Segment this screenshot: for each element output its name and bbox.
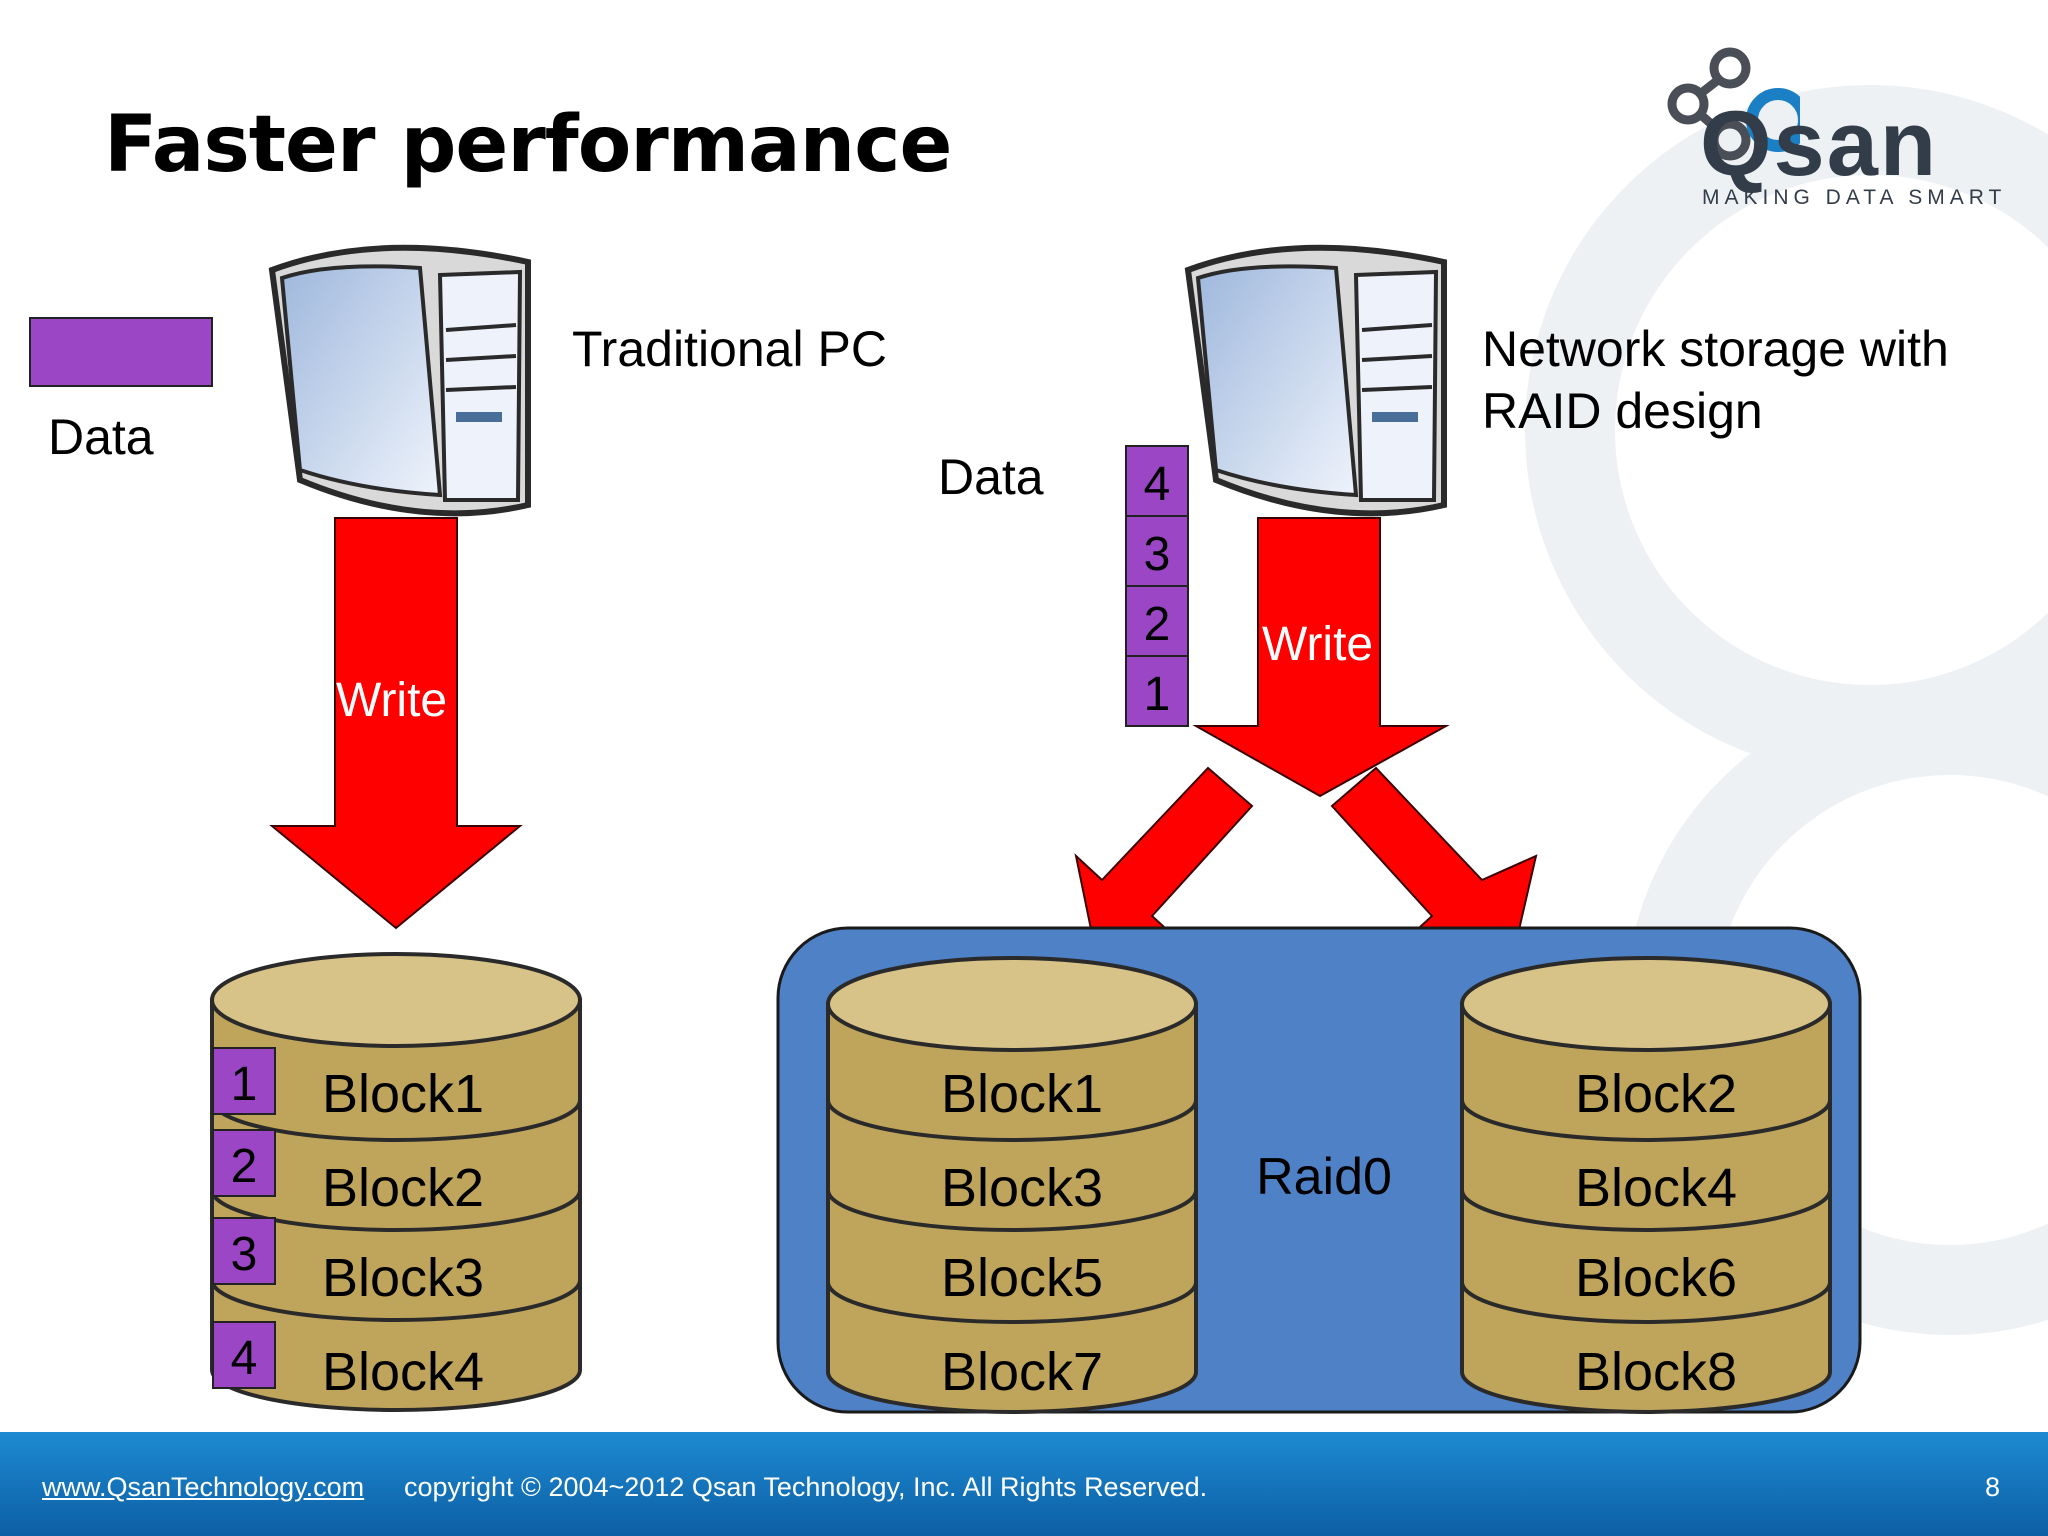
- network-storage-label-line2: RAID design: [1482, 383, 1763, 439]
- server-icon-network-storage: [1184, 244, 1447, 517]
- network-data-stack: 4 3 2 1: [1125, 445, 1189, 727]
- data-chunk-4: [212, 1321, 276, 1389]
- data-chunk-label: 3: [1144, 528, 1171, 581]
- data-legend-label: Data: [48, 409, 154, 465]
- split-arrow-right: [1330, 766, 1538, 940]
- write-arrow-traditional: [269, 517, 523, 930]
- server-icon-traditional: [268, 244, 531, 517]
- data-legend-swatch: [29, 317, 213, 387]
- data-chunk-label: 3: [231, 1228, 258, 1281]
- page-number: 8: [1984, 1472, 2000, 1502]
- block-label: Block3: [941, 1158, 1103, 1218]
- data-chunk-label: 4: [1144, 458, 1171, 511]
- write-arrow-network: [1192, 517, 1450, 798]
- traditional-pc-label: Traditional PC: [572, 321, 887, 377]
- network-storage-label-line1: Network storage with: [1482, 321, 1949, 377]
- qsan-logo-icon: [1667, 47, 1800, 161]
- block-label: Block5: [941, 1248, 1103, 1308]
- block-label: Block8: [1575, 1342, 1737, 1402]
- block-label: Block2: [322, 1158, 484, 1218]
- data-chunk-label: 2: [1144, 598, 1171, 651]
- data-chunk-label: 2: [231, 1140, 258, 1193]
- block-label: Block4: [322, 1342, 484, 1402]
- block-label: Block3: [322, 1248, 484, 1308]
- data-chunk-2: [212, 1129, 276, 1197]
- raid0-label: Raid0: [1256, 1148, 1392, 1206]
- write-label-network: Write: [1262, 618, 1373, 671]
- data-chunk-1: [1125, 655, 1189, 727]
- data-chunk-label: 1: [1144, 668, 1171, 721]
- data-chunk-label: 1: [231, 1058, 258, 1111]
- block-label: Block1: [941, 1064, 1103, 1124]
- data-chunk-3: [212, 1217, 276, 1285]
- footer-copyright: copyright © 2004~2012 Qsan Technology, I…: [404, 1472, 1208, 1502]
- footer-website-link[interactable]: www.QsanTechnology.com: [42, 1472, 365, 1502]
- block-label: Block1: [322, 1064, 484, 1124]
- block-label: Block6: [1575, 1248, 1737, 1308]
- block-label: Block2: [1575, 1064, 1737, 1124]
- data-chunk-4: [1125, 445, 1189, 517]
- traditional-data-chunks: 1 2 3 4: [212, 1047, 276, 1389]
- data-chunk-1: [212, 1047, 276, 1115]
- block-label: Block4: [1575, 1158, 1737, 1218]
- disk-raid-a: [826, 956, 1198, 1414]
- split-arrow-left: [1074, 766, 1254, 940]
- write-label-traditional: Write: [336, 674, 447, 727]
- logo-wordmark: Qsan: [1700, 93, 1939, 195]
- footer-bar: www.QsanTechnology.com copyright © 2004~…: [0, 1432, 2048, 1536]
- data-chunk-label: 4: [231, 1332, 258, 1385]
- data-chunk-3: [1125, 515, 1189, 587]
- data-chunk-2: [1125, 585, 1189, 657]
- block-label: Block7: [941, 1342, 1103, 1402]
- logo-tagline: MAKING DATA SMART: [1702, 186, 2007, 209]
- disk-traditional: [210, 952, 582, 1412]
- network-data-label: Data: [938, 449, 1044, 505]
- disk-raid-b: [1460, 956, 1832, 1414]
- page-title: Faster performance: [104, 100, 952, 190]
